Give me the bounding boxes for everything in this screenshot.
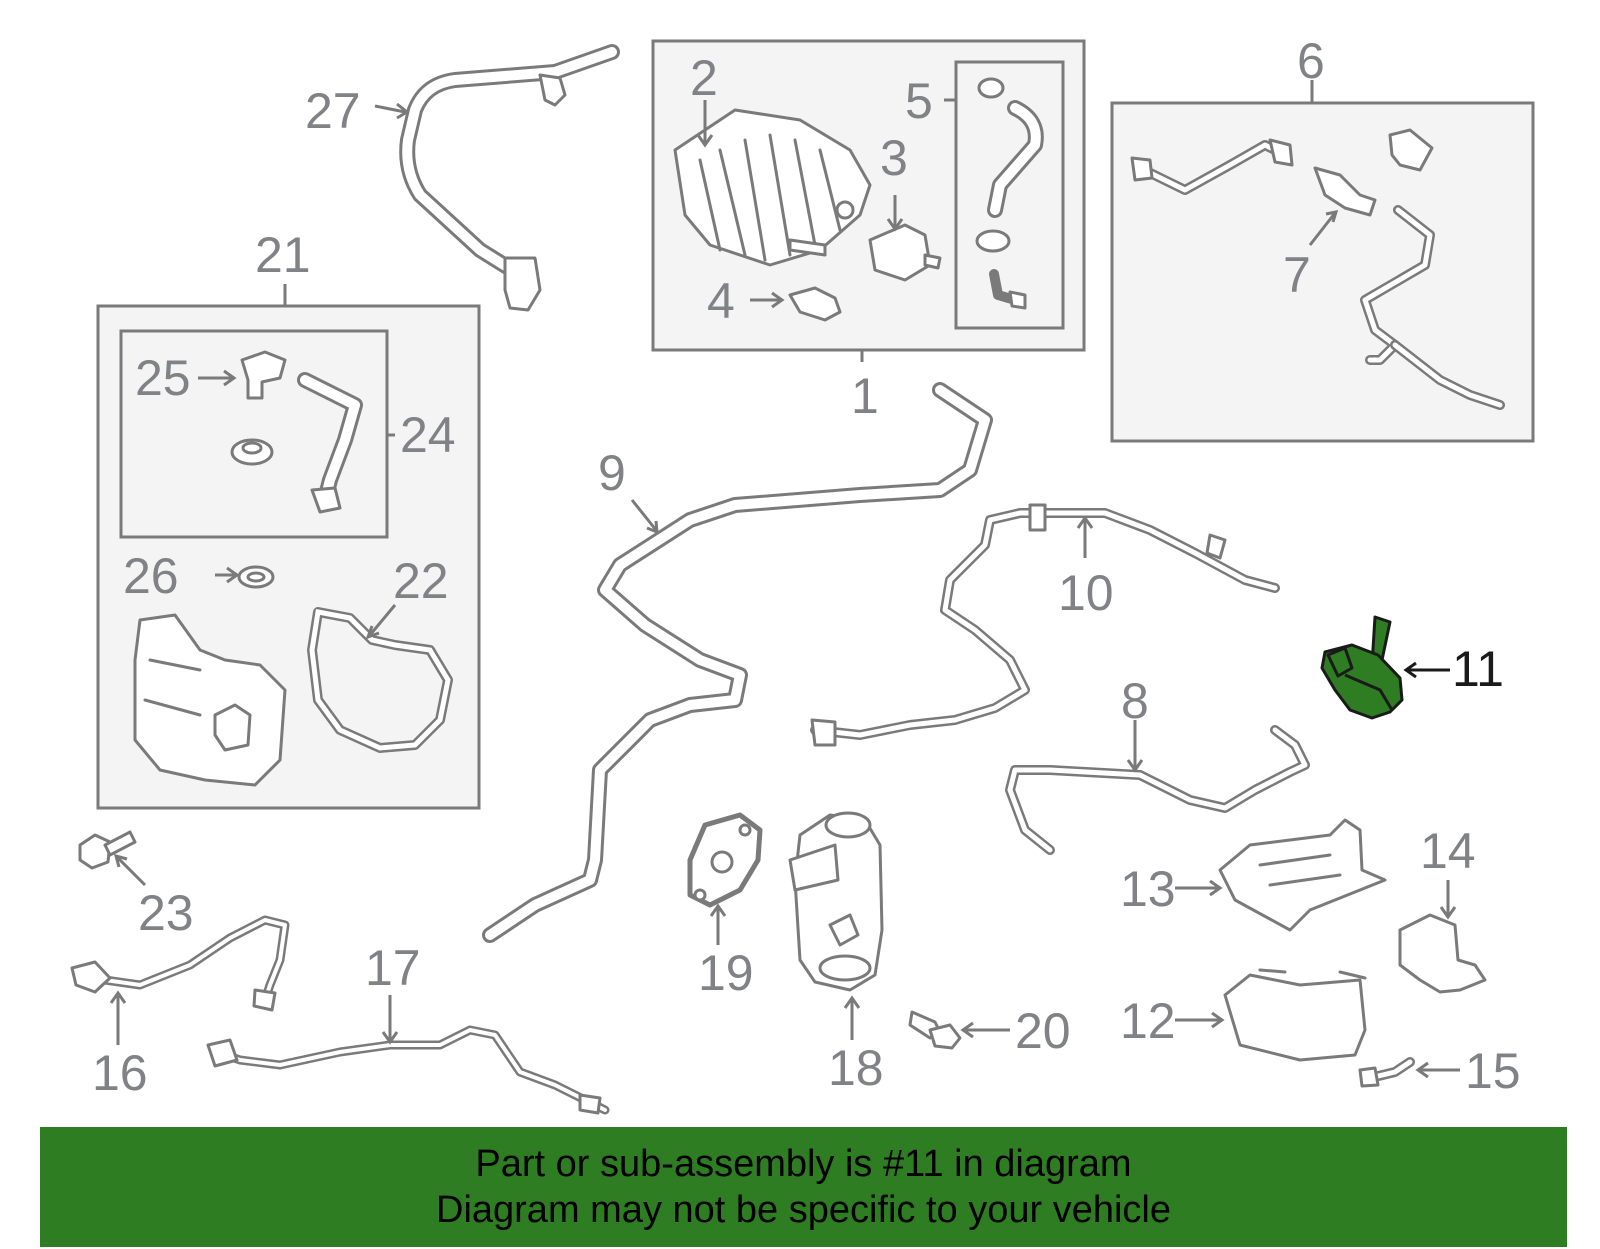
- callout-18: 18: [828, 1040, 884, 1096]
- callout-6: 6: [1297, 33, 1325, 89]
- callout-13: 13: [1120, 861, 1176, 917]
- part-24-hose: [297, 372, 363, 514]
- part-11-valve-highlighted: [1320, 615, 1404, 720]
- callout-2: 2: [690, 50, 718, 106]
- callout-23: 23: [138, 885, 194, 941]
- group-box-5: [954, 60, 1065, 330]
- part-13-bracket: [1218, 818, 1387, 932]
- group-box-6: [1110, 101, 1535, 443]
- part-19-gasket: [687, 812, 763, 908]
- part-21-cover: [133, 613, 287, 787]
- callout-7: 7: [1283, 247, 1311, 303]
- leader-arrows: [109, 80, 1460, 1079]
- part-20-bolt: [908, 1010, 962, 1050]
- part-12-solenoid: [1223, 968, 1367, 1062]
- part-9-hose: [482, 382, 993, 943]
- callout-20: 20: [1015, 1003, 1071, 1059]
- callout-16: 16: [92, 1045, 148, 1101]
- part-3-valve: [868, 223, 942, 282]
- callout-12: 12: [1120, 993, 1176, 1049]
- callout-3: 3: [880, 130, 908, 186]
- callout-1: 1: [851, 368, 879, 424]
- part-5-hose-kit: [975, 77, 1044, 310]
- callout-10: 10: [1058, 565, 1114, 621]
- callout-25: 25: [135, 350, 191, 406]
- callout-24: 24: [400, 407, 456, 463]
- callout-4: 4: [707, 273, 735, 329]
- part-14-valve: [1398, 913, 1487, 994]
- callout-15: 15: [1465, 1043, 1521, 1099]
- callout-26: 26: [123, 548, 179, 604]
- part-24-grommet: [230, 438, 274, 466]
- callout-22: 22: [393, 553, 449, 609]
- banner-line-part: Part or sub-assembly is #11 in diagram: [475, 1143, 1132, 1185]
- part-26-washer: [237, 565, 275, 589]
- part-10-hose: [810, 503, 1280, 747]
- callout-21: 21: [255, 227, 311, 283]
- part-2-canister: [673, 108, 872, 267]
- part-22-gasket: [307, 607, 453, 753]
- callout-27: 27: [305, 83, 361, 139]
- callout-9: 9: [598, 445, 626, 501]
- callout-labels: 1 2 3 4 5 6 7 8 9 10 11 12 13 14 15 16 1…: [92, 33, 1521, 1101]
- callout-8: 8: [1121, 673, 1149, 729]
- part-4-fitting: [788, 286, 842, 322]
- part-25-fitting: [240, 350, 287, 400]
- callout-5: 5: [905, 73, 933, 129]
- part-15-hose: [1358, 1057, 1415, 1088]
- part-18-pump: [788, 811, 884, 992]
- part-8-tube: [1005, 725, 1310, 855]
- part-17-sensor: [206, 1025, 610, 1115]
- part-27-hose: [399, 44, 620, 312]
- callout-14: 14: [1420, 823, 1476, 879]
- banner-line-disclaimer: Diagram may not be specific to your vehi…: [436, 1189, 1171, 1231]
- callout-11: 11: [1452, 641, 1504, 697]
- info-banner: Part or sub-assembly is #11 in diagram D…: [40, 1127, 1567, 1247]
- part-7-connector: [1313, 166, 1377, 217]
- part-6-hose-assembly: [1130, 128, 1505, 410]
- callout-17: 17: [365, 940, 421, 996]
- callout-19: 19: [698, 945, 754, 1001]
- part-16-sensor: [70, 915, 290, 1012]
- part-23-bolt: [78, 830, 137, 870]
